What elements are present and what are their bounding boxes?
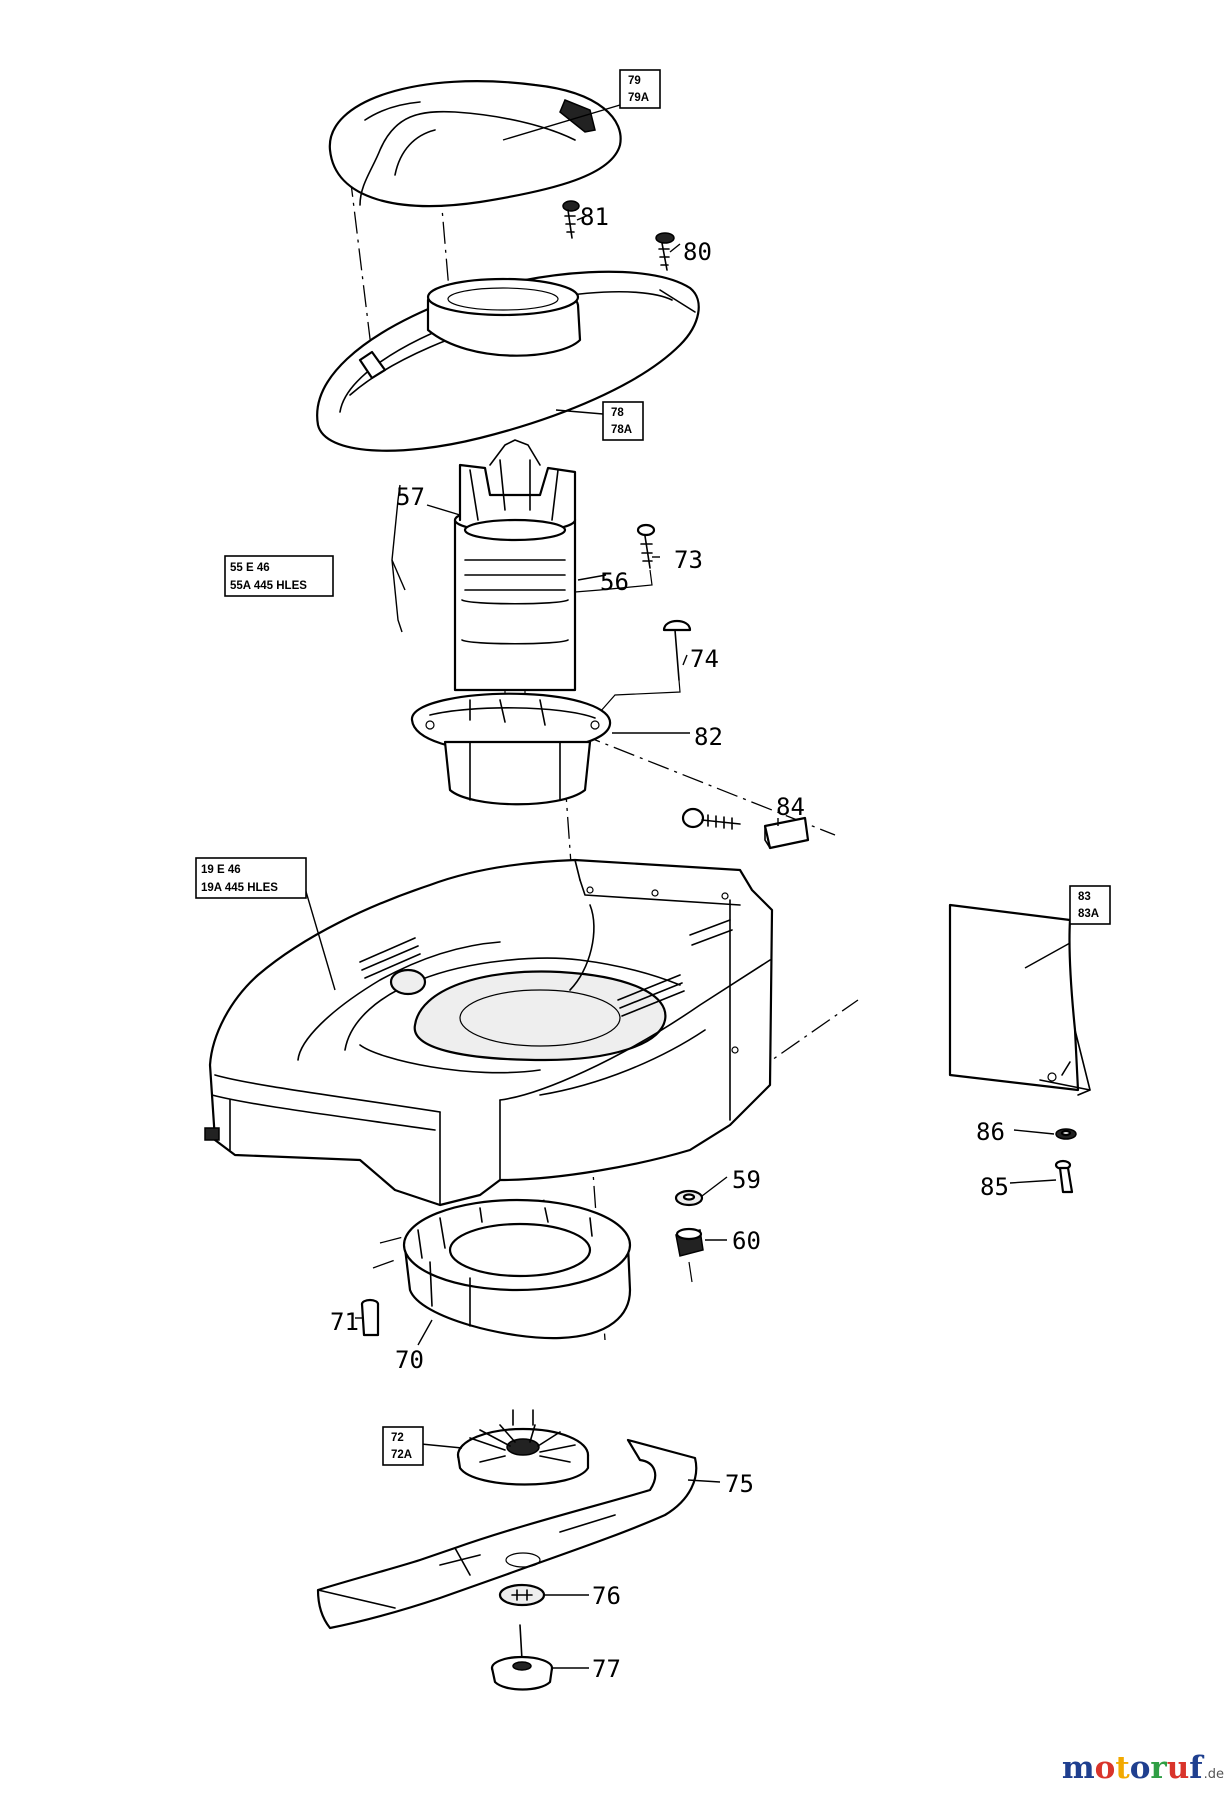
svg-text:72: 72 — [391, 1432, 404, 1444]
callout-59: 59 — [732, 1166, 761, 1194]
callout-77: 77 — [592, 1655, 621, 1683]
callout-70: 70 — [395, 1346, 424, 1374]
leader-lines — [301, 104, 1071, 1669]
part-82-motor-flange — [410, 692, 612, 806]
part-72-blade-adapter — [456, 1409, 590, 1486]
part-84-bolt-and-clip — [681, 807, 810, 850]
part-71-pin — [360, 1298, 380, 1337]
callout-81: 81 — [580, 203, 609, 231]
part-81-screw — [562, 200, 580, 239]
svg-text:78A: 78A — [611, 424, 632, 436]
part-70-housing-ring — [402, 1198, 632, 1340]
part-85-screw — [1054, 1159, 1074, 1194]
wm-letter: u — [1167, 1750, 1190, 1786]
part-60-nut — [675, 1227, 704, 1283]
label-box-79: 79 79A — [619, 69, 661, 109]
part-59-washer — [674, 1189, 704, 1207]
part-76-washer — [498, 1583, 546, 1607]
callout-85: 85 — [980, 1173, 1009, 1201]
part-83-flap — [948, 903, 1091, 1096]
part-55-motor — [453, 439, 577, 705]
wm-letter: o — [1095, 1750, 1116, 1786]
svg-text:79A: 79A — [628, 92, 649, 104]
part-86-washer — [1055, 1128, 1077, 1140]
part-77-bolt — [490, 1624, 554, 1691]
svg-text:78: 78 — [611, 407, 624, 419]
callout-60: 60 — [732, 1227, 761, 1255]
part-80-screw — [655, 232, 675, 271]
callout-84: 84 — [776, 793, 805, 821]
part-79-top-cover — [328, 80, 622, 208]
label-box-83: 83 83A — [1069, 885, 1111, 925]
callout-numbers: 81 80 57 73 56 74 82 84 86 85 59 60 71 7… — [330, 203, 1009, 1683]
label-box-55: 55 E 46 55A 445 HLES — [224, 555, 334, 597]
svg-text:55 E 46: 55 E 46 — [230, 562, 270, 574]
wm-letter: m — [1062, 1750, 1095, 1786]
callout-75: 75 — [725, 1470, 754, 1498]
svg-text:19A 445 HLES: 19A 445 HLES — [201, 882, 278, 894]
svg-text:79: 79 — [628, 75, 641, 87]
part-74-bolt — [599, 619, 692, 713]
callout-80: 80 — [683, 238, 712, 266]
callout-76: 76 — [592, 1582, 621, 1610]
svg-text:55A 445 HLES: 55A 445 HLES — [230, 580, 307, 592]
label-box-19: 19 E 46 19A 445 HLES — [195, 857, 307, 899]
wm-letter: f — [1189, 1750, 1204, 1786]
svg-text:motoruf: motoruf — [1062, 1750, 1204, 1786]
callout-74: 74 — [690, 645, 719, 673]
motoruf-watermark-logo: motoruf .de — [1062, 1750, 1224, 1786]
callout-73: 73 — [674, 546, 703, 574]
label-box-72: 72 72A — [382, 1426, 424, 1466]
callout-82: 82 — [694, 723, 723, 751]
part-78-motor-housing — [316, 270, 700, 452]
callout-56: 56 — [600, 568, 629, 596]
callout-86: 86 — [976, 1118, 1005, 1146]
svg-text:72A: 72A — [391, 1449, 412, 1461]
callout-57: 57 — [396, 483, 425, 511]
svg-text:83: 83 — [1078, 891, 1091, 903]
svg-text:19 E 46: 19 E 46 — [201, 864, 241, 876]
part-73-screw — [574, 523, 656, 593]
wm-letter: t — [1115, 1750, 1130, 1786]
part-19-mower-deck — [204, 858, 774, 1207]
svg-text:83A: 83A — [1078, 908, 1099, 920]
wm-letter: o — [1130, 1750, 1151, 1786]
callout-71: 71 — [330, 1308, 359, 1336]
wm-suffix: .de — [1204, 1767, 1224, 1782]
part-75-blade — [316, 1438, 698, 1630]
label-box-78: 78 78A — [602, 401, 644, 441]
wm-letter: r — [1150, 1750, 1167, 1786]
